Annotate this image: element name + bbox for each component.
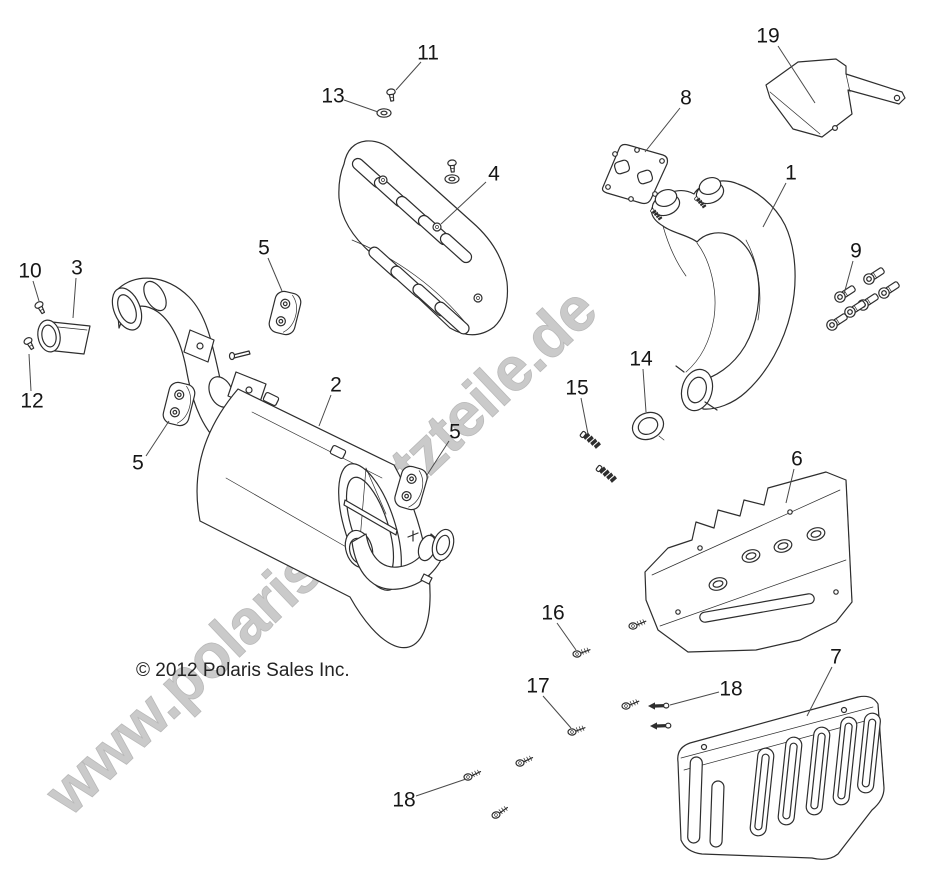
callout-18-leader — [415, 778, 467, 797]
part-washer — [444, 174, 460, 184]
part-bracket-19 — [765, 58, 906, 138]
callout-13-leader — [343, 99, 379, 113]
callout-12-leader — [28, 353, 32, 392]
part-header-pipe-1 — [647, 176, 796, 412]
part-screw — [446, 159, 458, 173]
callout-2-leader — [318, 394, 332, 427]
part-washer-13 — [376, 108, 392, 118]
part-springs-15 — [576, 429, 620, 485]
part-screw-18-arrow — [647, 701, 670, 711]
part-mount-5-left — [160, 379, 198, 429]
callout-7-label: 7 — [830, 646, 842, 669]
part-shield-7 — [677, 695, 885, 860]
callout-9-label: 9 — [850, 240, 862, 263]
callout-5-leader — [426, 440, 450, 476]
callout-8-leader — [644, 107, 681, 153]
callout-6-label: 6 — [791, 448, 803, 471]
callout-15-leader — [580, 397, 589, 435]
part-heat-shield-6 — [644, 471, 853, 653]
part-screw-11 — [385, 87, 398, 103]
callout-3-label: 3 — [71, 257, 83, 280]
callout-10-label: 10 — [18, 260, 41, 283]
callout-16-label: 16 — [541, 602, 564, 625]
callout-14-label: 14 — [629, 348, 653, 371]
callout-4-leader — [440, 181, 487, 225]
part-exhaust-tip-3 — [37, 319, 91, 355]
callout-11-label: 11 — [417, 42, 439, 65]
copyright-text: © 2012 Polaris Sales Inc. — [136, 660, 350, 681]
callout-12-label: 12 — [20, 390, 43, 413]
callout-5-label: 5 — [258, 237, 270, 260]
callout-17-label: 17 — [526, 675, 549, 698]
callout-6-leader — [785, 468, 795, 504]
callout-1-leader — [762, 182, 787, 228]
part-bolts-9 — [824, 264, 902, 333]
part-mount-5-upper — [266, 288, 304, 338]
callout-19-leader — [777, 45, 816, 104]
callout-7-leader — [806, 666, 833, 717]
callout-10-leader — [32, 280, 40, 302]
callout-4-label: 4 — [488, 163, 500, 186]
callout-14-leader — [642, 368, 647, 413]
callout-5-leader — [267, 257, 283, 292]
callout-9-leader — [843, 260, 854, 295]
callout-18-label: 18 — [392, 789, 415, 812]
callout-11-leader — [395, 61, 422, 91]
callout-13-label: 13 — [321, 85, 344, 108]
callout-18-label: 18 — [719, 678, 742, 701]
callout-18-leader — [669, 691, 720, 706]
part-clamp-14 — [631, 411, 665, 441]
part-screw-18 — [461, 768, 483, 783]
part-silencer-2 — [111, 277, 455, 649]
callout-2-label: 2 — [330, 374, 342, 397]
callout-5-label: 5 — [132, 452, 144, 475]
parts-artwork — [22, 58, 906, 860]
callout-19-label: 19 — [756, 25, 779, 48]
callout-16-leader — [556, 622, 577, 651]
callout-17-leader — [542, 695, 572, 729]
part-screw-12 — [22, 335, 37, 352]
part-screw-10 — [33, 299, 48, 316]
callout-5-leader — [145, 420, 170, 457]
callout-8-label: 8 — [680, 87, 692, 110]
part-screw-16 — [571, 646, 592, 660]
part-heat-shield-4 — [338, 140, 509, 336]
callout-3-leader — [72, 277, 77, 319]
part-screw-18-arrow — [649, 721, 672, 731]
callout-15-label: 15 — [565, 377, 588, 400]
callout-1-label: 1 — [785, 162, 797, 185]
callout-5-label: 5 — [449, 421, 461, 444]
part-screws-lower — [461, 618, 672, 822]
